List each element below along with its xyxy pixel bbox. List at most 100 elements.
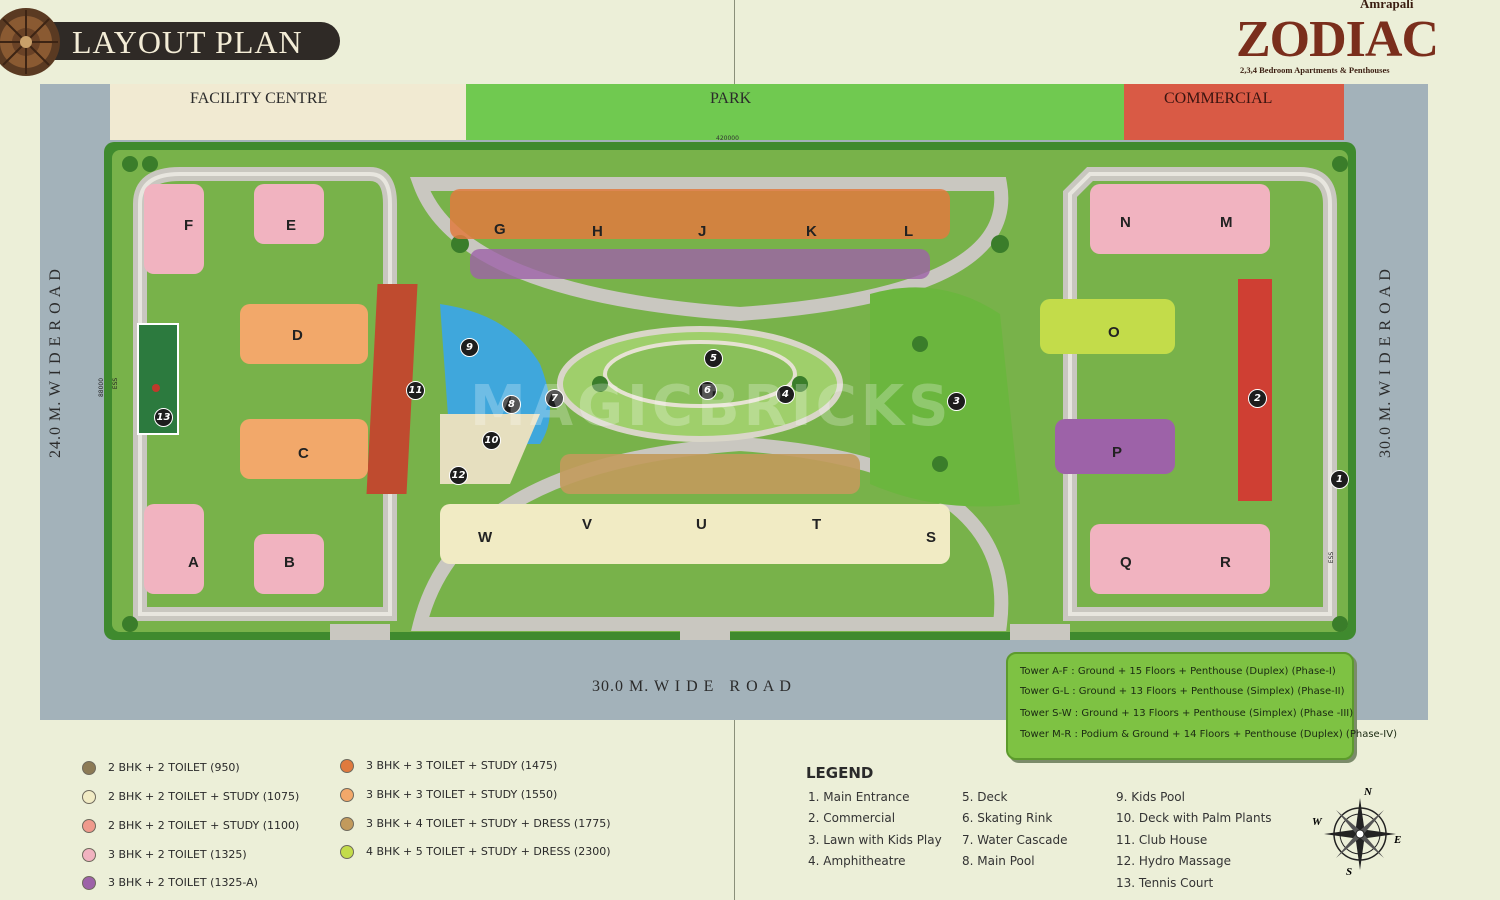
- site-plan-graphic: [104, 142, 1356, 640]
- amenity-marker: 6: [698, 381, 717, 400]
- zone-park-label: PARK: [710, 90, 752, 107]
- zone-commercial-label: COMMERCIAL: [1164, 90, 1273, 107]
- unit-type-label: 4 BHK + 5 TOILET + STUDY + DRESS (2300): [366, 845, 611, 858]
- tower-label: D: [292, 327, 303, 344]
- top-dimension: 420000: [716, 135, 739, 142]
- unit-color-swatch: [82, 876, 96, 890]
- tower-label: B: [284, 554, 295, 571]
- amenity-marker: 7: [545, 389, 564, 408]
- compass-icon: [1324, 798, 1396, 870]
- tower-row-bottom: [440, 504, 950, 564]
- legend-heading: LEGEND: [806, 764, 874, 782]
- tower-label: U: [696, 516, 707, 533]
- title-banner: [40, 22, 340, 60]
- unit-type-legend-item: 4 BHK + 5 TOILET + STUDY + DRESS (2300): [340, 845, 611, 859]
- tower-label: J: [698, 223, 707, 240]
- header-divider: [734, 0, 735, 84]
- zone-commercial: [1124, 84, 1344, 140]
- tower-A: [144, 504, 204, 594]
- tower-info-row: Tower A-F : Ground + 15 Floors + Penthou…: [1020, 666, 1336, 677]
- road-right-label: 30.0 M. W I D E R O A D: [1377, 268, 1394, 458]
- amenity-marker: 4: [776, 385, 795, 404]
- legend-item: 5. Deck: [962, 790, 1008, 804]
- road-bottom-label: 30.0 M. W I D E R O A D: [592, 678, 792, 695]
- unit-type-legend-item: 2 BHK + 2 TOILET + STUDY (1100): [82, 819, 299, 833]
- amenity-marker: 10: [482, 431, 501, 450]
- compass-north: N: [1364, 786, 1372, 798]
- unit-type-label: 2 BHK + 2 TOILET + STUDY (1075): [108, 790, 300, 803]
- compass-west: W: [1312, 816, 1322, 828]
- tower-D: [240, 304, 368, 364]
- ess-right: ESS: [1328, 551, 1336, 564]
- site-map: FACILITY CENTRE PARK COMMERCIAL 420000: [40, 84, 1428, 720]
- unit-type-label: 3 BHK + 4 TOILET + STUDY + DRESS (1775): [366, 817, 611, 830]
- tower-C: [240, 419, 368, 479]
- legend-item: 2. Commercial: [808, 811, 896, 825]
- legend-item: 8. Main Pool: [962, 854, 1035, 868]
- amenity-marker: 2: [1248, 389, 1267, 408]
- legend-item: 11. Club House: [1116, 833, 1208, 847]
- unit-type-label: 3 BHK + 3 TOILET + STUDY (1475): [366, 759, 558, 772]
- tower-N-M: [1090, 184, 1270, 254]
- zone-facility-centre: [110, 84, 466, 140]
- tower-label: V: [582, 516, 593, 533]
- unit-type-label: 3 BHK + 3 TOILET + STUDY (1550): [366, 788, 558, 801]
- tower-label: K: [806, 223, 817, 240]
- unit-color-swatch: [82, 848, 96, 862]
- unit-color-swatch: [82, 790, 96, 804]
- tower-label: L: [904, 223, 914, 240]
- tower-info-row: Tower M-R : Podium & Ground + 14 Floors …: [1020, 729, 1397, 740]
- unit-color-swatch: [340, 817, 354, 831]
- legend-item: 6. Skating Rink: [962, 811, 1053, 825]
- unit-color-swatch: [340, 759, 354, 773]
- amenity-marker: 11: [406, 381, 425, 400]
- unit-color-swatch: [82, 761, 96, 775]
- tower-label: P: [1112, 444, 1123, 461]
- tower-row-top: [450, 189, 950, 239]
- legend-item: 7. Water Cascade: [962, 833, 1068, 847]
- tower-info-row: Tower G-L : Ground + 13 Floors + Penthou…: [1020, 686, 1345, 697]
- tower-B: [254, 534, 324, 594]
- brand-developer: Amrapali: [1360, 0, 1414, 11]
- amenity-marker: 9: [460, 338, 479, 357]
- unit-type-legend-item: 3 BHK + 3 TOILET + STUDY (1550): [340, 788, 557, 802]
- amenity-marker: 5: [704, 349, 723, 368]
- tower-row-bottom-brown: [560, 454, 860, 494]
- tower-info-box: Tower A-F : Ground + 15 Floors + Penthou…: [1006, 652, 1397, 760]
- medallion-icon: [0, 8, 60, 76]
- unit-type-legend-item: 2 BHK + 2 TOILET (950): [82, 761, 240, 775]
- unit-type-legend-item: 3 BHK + 4 TOILET + STUDY + DRESS (1775): [340, 817, 611, 831]
- tower-label: S: [926, 529, 937, 546]
- unit-color-swatch: [340, 845, 354, 859]
- unit-type-label: 3 BHK + 2 TOILET (1325): [108, 848, 247, 861]
- legend-item: 1. Main Entrance: [808, 790, 910, 804]
- tower-row-top-purple: [470, 249, 930, 279]
- dimension-left: 88000: [98, 377, 106, 398]
- tower-label: R: [1220, 554, 1231, 571]
- tower-label: E: [286, 217, 297, 234]
- ess-left: ESS: [112, 377, 120, 390]
- unit-type-legend-item: 3 BHK + 3 TOILET + STUDY (1475): [340, 759, 557, 773]
- page-title: LAYOUT PLAN: [72, 24, 303, 60]
- tower-label: W: [478, 529, 493, 546]
- legend-item: 12. Hydro Massage: [1116, 854, 1232, 868]
- legend-item: 4. Amphitheatre: [808, 854, 906, 868]
- unit-color-swatch: [82, 819, 96, 833]
- amenity-marker: 1: [1330, 470, 1349, 489]
- unit-type-legend-item: 3 BHK + 2 TOILET (1325): [82, 848, 247, 862]
- tower-label: A: [188, 554, 199, 571]
- tower-F: [144, 184, 204, 274]
- amenity-marker: 3: [947, 392, 966, 411]
- unit-color-swatch: [340, 788, 354, 802]
- tower-label: T: [812, 516, 822, 533]
- brand-logo: ZODIAC: [1236, 11, 1439, 68]
- unit-type-label: 3 BHK + 2 TOILET (1325-A): [108, 876, 258, 889]
- tower-Q-R: [1090, 524, 1270, 594]
- amenity-marker: 8: [502, 395, 521, 414]
- bottom-divider: [734, 720, 735, 900]
- watermark: MAGICBRICKS: [470, 374, 953, 439]
- unit-type-label: 2 BHK + 2 TOILET + STUDY (1100): [108, 819, 300, 832]
- legend-item: 3. Lawn with Kids Play: [808, 833, 942, 847]
- tower-label: C: [298, 445, 309, 462]
- unit-type-legend-item: 3 BHK + 2 TOILET (1325-A): [82, 876, 258, 890]
